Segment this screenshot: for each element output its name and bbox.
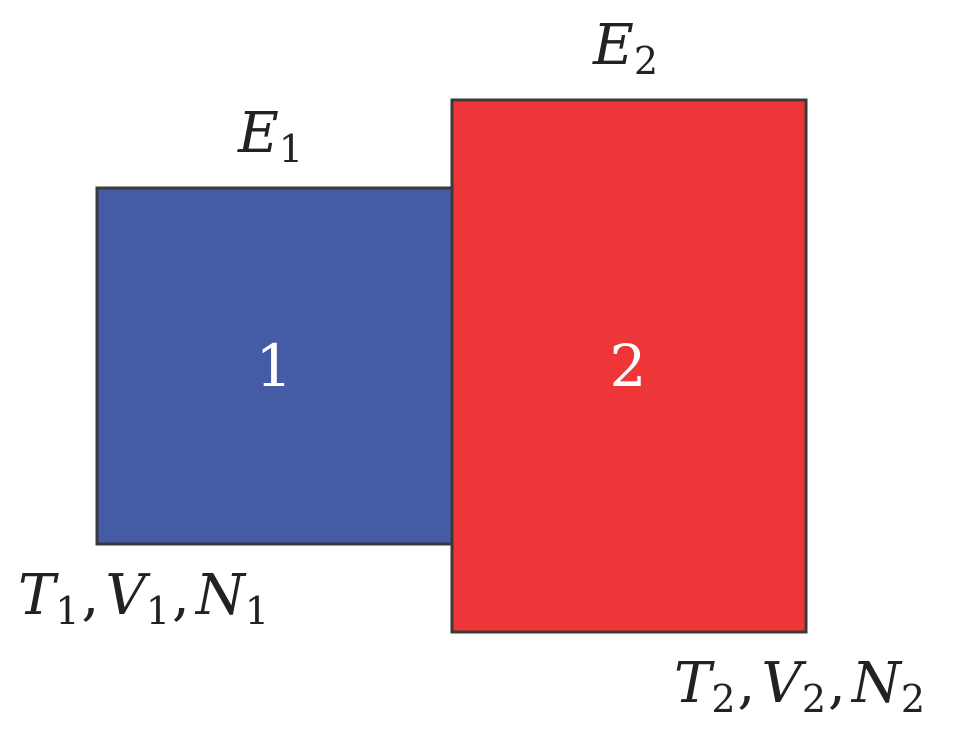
state-2-var-v-subscript: 2 [802,677,826,721]
state-1-var-n-subscript: 1 [245,589,269,633]
state-2-separator-2: , [828,651,846,716]
state-1-var-t: T [18,563,59,628]
state-2-separator-1: , [738,651,756,716]
state-2-var-t-subscript: 2 [711,677,735,721]
system-1-energy-label: E1 [237,101,303,171]
system-1-box [95,186,455,546]
system-2-number: 2 [610,332,647,400]
system-1-state-label: T1,V1,N1 [18,563,269,633]
system-2-energy-label: E2 [592,13,658,83]
state-2-var-v: V [761,651,807,716]
system-2-box [450,98,808,634]
state-1-separator-1: , [82,563,100,628]
state-1-separator-2: , [172,563,190,628]
state-1-var-v-subscript: 1 [146,589,170,633]
energy-1-subscript: 1 [279,127,303,171]
state-1-var-v: V [105,563,151,628]
state-2-var-n-subscript: 2 [901,677,925,721]
energy-2-symbol: E [592,13,634,78]
system-1-number: 1 [256,332,293,400]
energy-1-symbol: E [237,101,279,166]
state-1-var-n: N [194,563,247,628]
state-2-var-t: T [674,651,715,716]
system-2-state-label: T2,V2,N2 [674,651,925,721]
state-2-var-n: N [850,651,903,716]
energy-2-subscript: 2 [634,39,658,83]
state-1-var-t-subscript: 1 [55,589,79,633]
